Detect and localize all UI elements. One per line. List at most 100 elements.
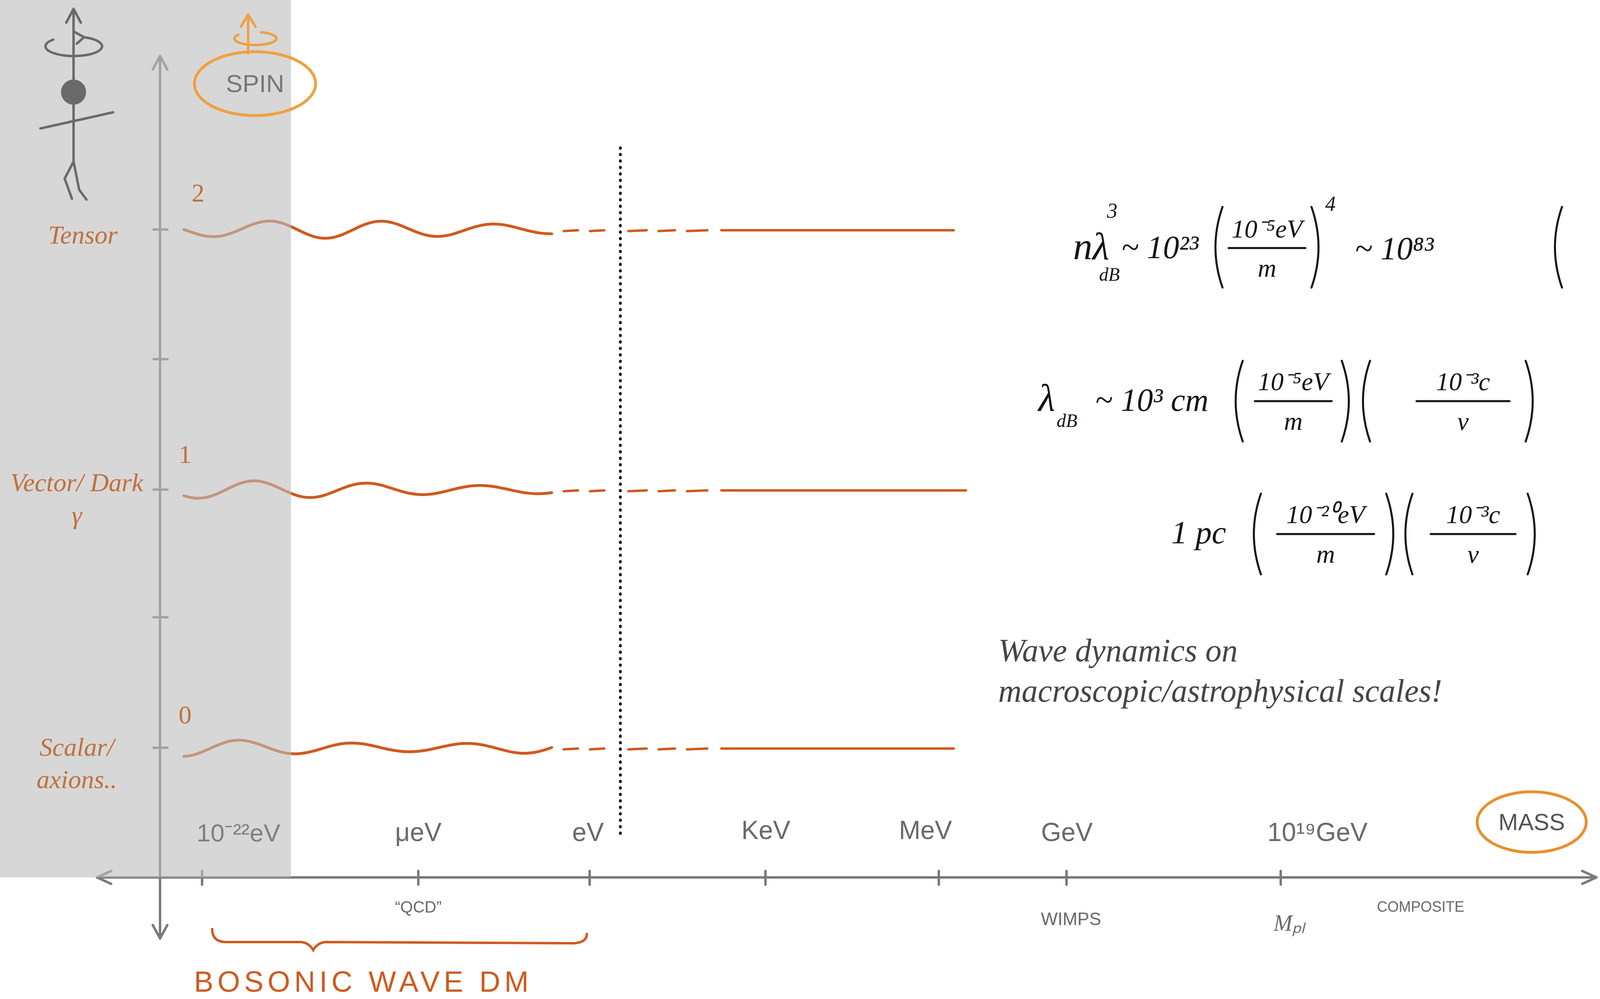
fraction-numerator-slot: 10⁻²⁰eV [1286,501,1366,528]
ellipse-outline [1477,792,1587,853]
mass-tick-label-slot: KeV [741,817,791,844]
spin-value-slot: 0 [178,702,192,729]
ellipse-outline [194,51,316,116]
mass-annotation: Mₚₗ [1273,912,1305,935]
mass-tick-label-slot: eV [572,819,604,846]
spin-value: 1 [178,441,192,468]
mass-tick-label: 10⁻²²eV [196,820,281,846]
fraction-numerator: 10⁻³c [1446,501,1501,528]
fraction-denominator-slot: v [1457,408,1469,435]
fraction-denominator: m [1316,541,1335,568]
dotted-divider [619,147,622,837]
mass-annotation: “QCD” [394,899,442,916]
fraction-denominator-slot: m [1257,255,1277,282]
axes [96,56,1597,939]
equation-term: λ [1038,378,1056,418]
equation-term: 1 pc [1171,516,1227,549]
handwritten-note: Wave dynamics on macroscopic/astrophysic… [998,630,1589,712]
fraction-denominator-slot: m [1283,408,1303,435]
dashed-line [628,230,647,232]
circled-label: SPIN [192,49,318,118]
node-text: MASS [1498,809,1565,836]
mass-tick-label-slot: 10⁻²²eV [196,820,281,846]
equation-term-slot: nλ [1072,227,1110,266]
dashed-line [687,490,708,492]
equation-exponent-slot: 3 [1106,200,1118,222]
fraction-denominator-slot: v [1467,541,1479,568]
dashed-line [658,490,675,492]
range-brace [212,929,587,951]
particle-line [721,489,966,492]
fraction-numerator: 10⁻⁵eV [1257,368,1329,395]
dashed-line [687,748,708,750]
equation-term-slot: ~ 10³ cm [1095,383,1209,417]
fraction-numerator: 10⁻⁵eV [1231,216,1303,243]
equation-term: ~ 10⁸³ [1354,232,1434,265]
mass-tick-label-slot: MeV [898,817,953,844]
equation-term: ~ 10³ cm [1095,383,1209,417]
spin-value-slot: 2 [191,180,205,207]
mass-tick-label: μeV [394,819,442,846]
mass-tick-label: 10¹⁹GeV [1267,819,1368,846]
particle-line [721,229,954,232]
spin-name: Scalar/ axions.. [10,731,144,797]
mass-tick-label: KeV [741,817,791,844]
spin-value: 0 [178,702,192,729]
equation-subscript: dB [1056,411,1078,431]
equation-exponent: 4 [1325,193,1336,215]
equation-term: ~ 10²³ [1121,231,1199,264]
spin-name: Tensor [48,222,118,249]
fraction-numerator-slot: 10⁻³c [1446,501,1501,528]
spin-name-slot: Scalar/ axions.. [10,731,144,797]
grey-panel [0,0,291,878]
fraction-denominator: m [1283,408,1303,435]
dashed-line [563,748,578,750]
dashed-line [590,230,605,232]
dashed-line [628,748,647,750]
mass-tick-label-slot: μeV [394,819,442,846]
circled-label: MASS [1475,790,1589,855]
dashed-line [563,230,578,232]
fraction-denominator: m [1257,255,1277,282]
range-label: BOSONIC WAVE DM [193,967,533,997]
dashed-line [590,490,605,492]
equation-term-slot: 1 pc [1171,516,1227,549]
range-label-slot: BOSONIC WAVE DM [193,967,533,997]
dashed-line [563,490,578,492]
mass-annotation-slot: COMPOSITE [1376,900,1465,915]
equation-subscript: dB [1098,265,1120,285]
equation-term-slot: ~ 10²³ [1121,231,1199,264]
mass-annotation-slot: Mₚₗ [1273,912,1305,935]
dashed-line [590,748,605,750]
mass-annotation-slot: WIMPS [1040,910,1101,929]
mass-tick-label-slot: GeV [1041,819,1093,846]
spinning-figure [40,8,114,200]
mass-tick-label: MeV [898,817,953,844]
equation-term: nλ [1072,227,1110,266]
dashed-line [687,230,708,232]
mass-annotation-slot: “QCD” [394,899,442,916]
spin-lines [183,221,966,757]
equation-term-slot: ~ 10⁸³ [1354,232,1434,265]
fraction-denominator: v [1457,408,1469,435]
node-text: SPIN [225,69,285,98]
mass-tick-label: GeV [1041,819,1093,846]
equation-term-slot: λ [1038,378,1056,418]
spin-name-slot: Vector/ Dark γ [10,466,144,532]
fraction-denominator-slot: m [1316,541,1335,568]
equation-subscript-slot: dB [1056,411,1078,431]
fraction-numerator: 10⁻²⁰eV [1286,501,1366,528]
fraction-numerator-slot: 10⁻⁵eV [1257,368,1329,395]
dashed-line [658,748,675,750]
equation-exponent: 3 [1106,200,1118,222]
mass-annotation: COMPOSITE [1376,900,1465,915]
fraction-numerator-slot: 10⁻³c [1435,368,1491,395]
dashed-line [658,230,675,232]
fraction-denominator: v [1467,541,1479,568]
spin-name-slot: Tensor [48,222,118,249]
spin-symbol [234,14,277,54]
particle-line [721,747,954,751]
fraction-numerator: 10⁻³c [1435,368,1491,395]
